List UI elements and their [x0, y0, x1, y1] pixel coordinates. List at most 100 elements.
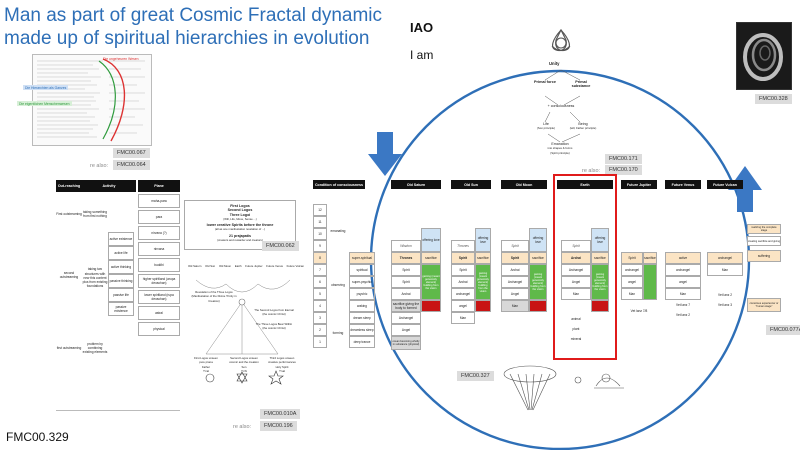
state-cell: dreamless sleep — [349, 324, 375, 336]
saturn-cell: Thrones — [391, 252, 421, 264]
state-cell: spiritual — [349, 264, 375, 276]
outreach-cell: second outstreaming — [59, 270, 79, 279]
vulcan-cell: Man — [707, 264, 743, 276]
saturn-cell: Archangel — [391, 312, 421, 324]
moon-red-mark — [529, 300, 547, 312]
tag-fmc00-062[interactable]: FMC00.062 — [262, 241, 299, 251]
row-number-cell: 3 — [313, 312, 327, 324]
logos-column: Second Logos unseen cosmic and the creat… — [224, 356, 264, 373]
spiral-photo — [736, 22, 792, 90]
unity-bottom-sub: into shapes & forms — [547, 146, 573, 151]
sun-offering-cell: offering love — [475, 228, 491, 252]
state-cell: psychic — [349, 288, 375, 300]
venus-cell: active — [665, 252, 701, 264]
logoi-caption-sub: (the cosmic Christ) — [262, 326, 286, 331]
tag-fmc00-170[interactable]: FMC00.170 — [605, 165, 642, 175]
title-line-1: Man as part of great Cosmic Fractal dyna… — [4, 5, 383, 26]
earth-sacrifice-cell: sacrifice — [591, 252, 609, 264]
tag-fmc00-196[interactable]: FMC00.196 — [260, 421, 297, 431]
tag-fmc00-328[interactable]: FMC00.328 — [755, 94, 792, 104]
see-also-label: re also: — [233, 424, 252, 430]
logoi-caption-sub: (the cosmic Christ) — [262, 312, 286, 317]
activity-cell: passive existence — [108, 302, 134, 316]
row-number-cell: 5 — [313, 288, 327, 300]
planet-label: Old Saturn — [188, 264, 202, 268]
moon-cell: Man — [501, 300, 529, 312]
logoi-caption-text: The Second Logos from Eternal — [254, 308, 294, 312]
unity-bottom: Emanation into shapes & forms (Spirit pr… — [540, 142, 580, 155]
unity-left-foot-sub: (Son principle) — [536, 126, 556, 131]
outreach-cell: first outstreaming — [56, 345, 82, 350]
table-header: Future Venus — [665, 180, 701, 189]
row-number-cell: 12 — [313, 204, 327, 216]
unity-right-foot-sub: (will, Father principle) — [569, 126, 597, 131]
unity-left-foot: Life (Son principle) — [530, 122, 562, 131]
left-down-arrow — [368, 132, 402, 176]
table-header: Out-reaching — [56, 180, 82, 192]
logos-column: Third Logos unseen creative performances… — [262, 356, 302, 373]
tag-fmc00-064[interactable]: FMC00.064 — [113, 160, 150, 170]
planet-label: Future Venus — [266, 264, 283, 268]
plane-cell: para — [138, 210, 180, 224]
logos-column-sub: T'chi — [241, 368, 247, 373]
vulcan-cell: Vet lanz 3 — [718, 303, 732, 307]
tag-fmc00-067[interactable]: FMC00.067 — [113, 148, 150, 158]
saturn-cell: Archai — [391, 288, 421, 300]
logoi-caption-text: The Three Logos Bear Within — [255, 322, 293, 326]
tag-fmc00-077a[interactable]: FMC00.077A — [766, 325, 800, 335]
green-hierarchy-label: Die eigentlichen Menschenwesen — [17, 101, 72, 106]
table-header: Condition of consciousness — [313, 180, 365, 189]
saturn-cell: Spirit — [391, 264, 421, 276]
sun-cell: Man — [451, 312, 475, 324]
saturn-red-cell: sacrifice giving the body to formed — [391, 300, 421, 312]
table-bottom-rule — [56, 410, 180, 411]
row-number-cell: 6 — [313, 276, 327, 288]
logos-column-name: Son — [241, 364, 247, 369]
saturn-cell: ocean becoming wholly in substance (phys… — [391, 336, 421, 350]
plane-cell: higher spiritland (arupa devachan) — [138, 274, 180, 288]
activity-cell: taking something from first nothing — [82, 209, 108, 218]
unity-middle: + consciousness — [547, 104, 575, 108]
row-number-cell: 1 — [313, 336, 327, 348]
plane-cell: buddhi — [138, 258, 180, 272]
tag-fmc00-010a[interactable]: FMC00.010A — [260, 409, 301, 419]
row-number-cell: 10 — [313, 228, 327, 240]
plane-cell: physical — [138, 322, 180, 336]
saturn-sacrifice-cell: sacrifice — [421, 252, 441, 264]
state-cell: dream sleep — [349, 312, 375, 324]
unity-title: Unity — [549, 61, 560, 66]
logoi-diagram-graphic — [195, 279, 291, 385]
table-header: Activity — [82, 180, 136, 192]
plane-cell: nirvana — [138, 242, 180, 256]
unity-right-head: Primal substance — [571, 80, 591, 89]
sun-green-cell: gaining (meant generosity element) build… — [475, 264, 491, 300]
moon-cell: Archangel — [501, 276, 529, 288]
state-cell: deep trance — [349, 336, 375, 348]
side-label: creating sacrifice and giving — [747, 236, 781, 246]
planet-label: Future Vulcan — [286, 264, 304, 268]
row-number-cell: 7 — [313, 264, 327, 276]
plane-cell: maha-para — [138, 194, 180, 208]
table-header: Plane — [138, 180, 180, 192]
group-label: observing — [331, 283, 345, 287]
logos-column-name: Father — [201, 364, 211, 369]
vulcan-cell: Vet lanz 2 — [718, 293, 732, 297]
state-cell: super-spiritual — [349, 252, 375, 264]
unity-bottom-sub: (Spirit principle) — [550, 150, 570, 155]
unity-left-foot-text: Life — [543, 122, 549, 126]
tag-fmc00-171[interactable]: FMC00.171 — [605, 154, 642, 164]
earth-kingdom: animal — [571, 317, 581, 321]
sun-cell: angel — [451, 300, 475, 312]
activity-cell: passive life — [108, 288, 134, 302]
row-number-cell: 2 — [313, 324, 327, 336]
earth-highlight-frame — [553, 174, 617, 360]
activity-cell: active thinking — [108, 260, 134, 274]
logoi-caption-text: Revelation of the Three Logos — [195, 290, 233, 294]
table-header: Old Saturn — [391, 180, 441, 189]
tag-fmc00-327[interactable]: FMC00.327 — [457, 371, 494, 381]
row-number-cell: 4 — [313, 300, 327, 312]
jupiter-sacrifice-cell: sacrifice — [643, 252, 657, 264]
logos-column-text: Third Logos unseen — [269, 356, 295, 360]
moon-cell: Spirit — [501, 252, 529, 264]
evolution-table: Condition of consciousness Old Saturn Ol… — [313, 174, 781, 370]
